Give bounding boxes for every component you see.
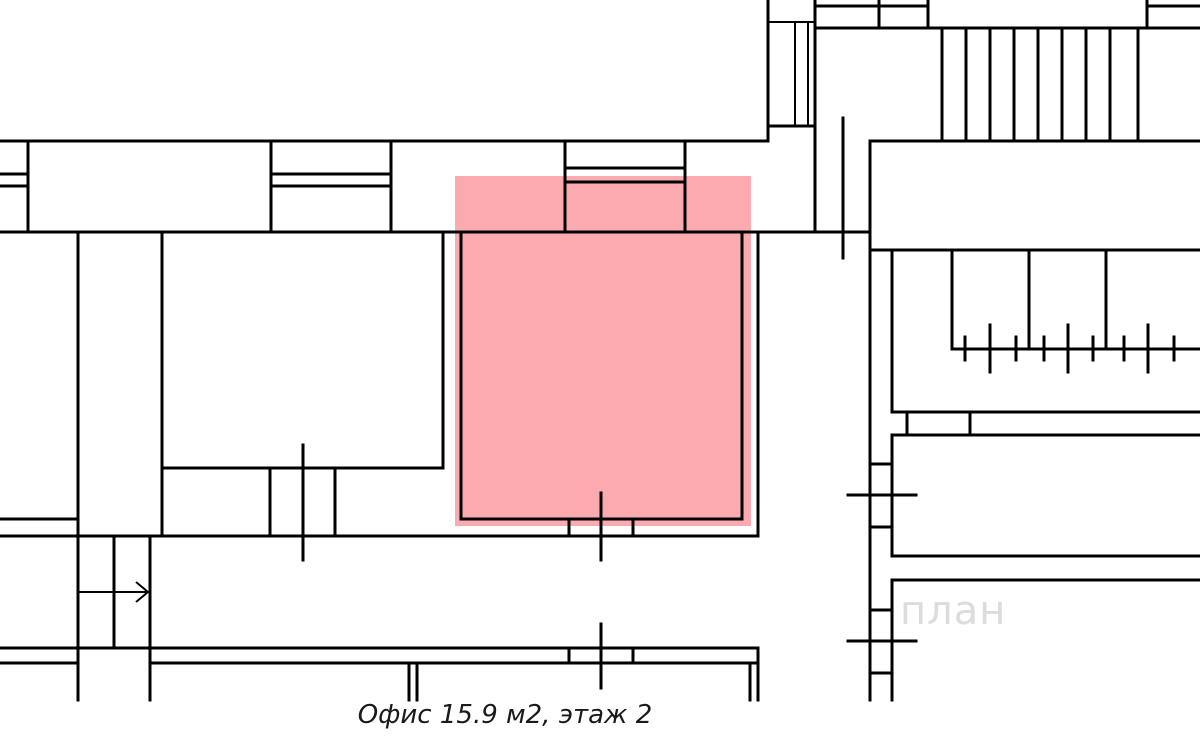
watermark-text: план	[900, 588, 1007, 634]
wall-group-corridor	[0, 139, 872, 234]
highlighted-office-room[interactable]	[455, 176, 751, 526]
wall-group-top	[0, 0, 1200, 702]
wall-group-right	[846, 248, 1200, 702]
wall-group-bottom	[0, 534, 760, 702]
highlighted-room-walls	[459, 230, 744, 562]
plan-caption: Офис 15.9 м2, этаж 2	[357, 700, 653, 730]
